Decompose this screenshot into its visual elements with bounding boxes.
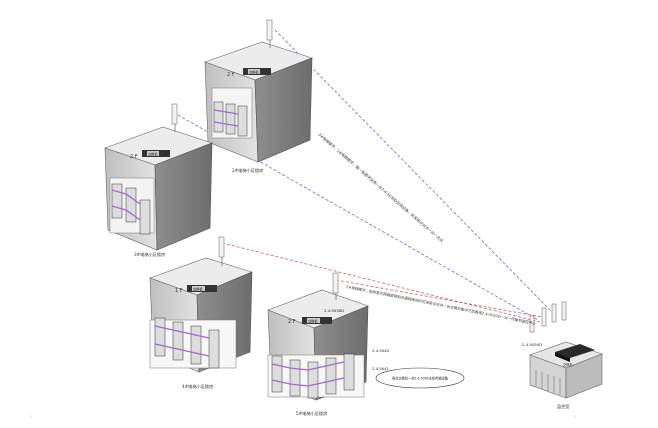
- b5-floor: 2 F: [288, 319, 296, 325]
- building-5: 2 F 交换机 2.4-5038D 2.4-5040 2.4-5041 5#电梯…: [267, 272, 390, 417]
- red-links: [221, 242, 549, 323]
- b5-label: 5#电梯小区楼房: [296, 410, 327, 417]
- b5-tag-top: 2.4-5038D: [324, 308, 344, 313]
- antenna-icon: [332, 272, 339, 294]
- link-b5-center: [335, 279, 549, 319]
- antenna-icon: [551, 303, 557, 323]
- ellipse-text: 每台交换机一台2.4-5060主机传输设备: [392, 376, 449, 381]
- b3-floor: 2 F: [130, 154, 138, 160]
- b3-label: 3#电梯小区楼房: [134, 251, 165, 258]
- building-2: 2 F 交换机 2#电梯小区楼房: [204, 19, 313, 174]
- corner-mark-left: ': [30, 415, 32, 422]
- antenna-icon: [266, 19, 273, 41]
- b5-tag-mid: 2.4-5040: [372, 348, 390, 353]
- antenna-icon: [541, 307, 547, 327]
- building-3: 2 F 交换机 3#电梯小区楼房: [104, 103, 213, 258]
- link-b3-center: [177, 114, 539, 321]
- link-b2-center: [274, 29, 553, 313]
- b5-tag-low: 2.4-5041: [372, 366, 390, 371]
- b4-label: 4#电梯小区楼房: [182, 383, 213, 390]
- b3-switch: 交换机: [148, 152, 158, 157]
- center-unit: 交换机: [563, 362, 573, 367]
- center-label: 监控室: [557, 403, 570, 410]
- b5-switch: 交换机: [308, 319, 318, 324]
- monitoring-center: 交换机 2.4-5050D 监控室: [522, 301, 603, 410]
- antenna-icon: [171, 103, 178, 125]
- building-4: 1 F 交换机 4#电梯小区楼房: [149, 236, 253, 390]
- antenna-icon: [561, 301, 567, 321]
- b4-floor: 1 F: [175, 288, 183, 294]
- b2-label: 2#电梯小区楼房: [232, 167, 263, 174]
- ellipse-note: 每台交换机一台2.4-5060主机传输设备: [375, 367, 465, 389]
- b4-switch: 交换机: [193, 287, 203, 292]
- blue-note: 3#电梯楼宇，2#电梯楼宇，每一栋楼宇采用一台2.4-5038D无线设备，并采用…: [317, 132, 444, 244]
- antenna-icon: [218, 236, 225, 258]
- b2-floor: 2 F: [227, 72, 235, 78]
- red-note: 5#电梯楼宇，配有室内网络联网和外围网络同时可采用点对点一台交换机集中之后再用2…: [346, 284, 537, 326]
- antenna-cluster: [529, 301, 567, 333]
- antenna-icon: [529, 315, 535, 333]
- blue-links: [177, 29, 553, 321]
- center-tag: 2.4-5050D: [522, 342, 542, 347]
- switch-icon: [555, 344, 595, 358]
- corner-mark-right: ': [574, 415, 576, 422]
- b2-switch: 交换机: [249, 70, 259, 75]
